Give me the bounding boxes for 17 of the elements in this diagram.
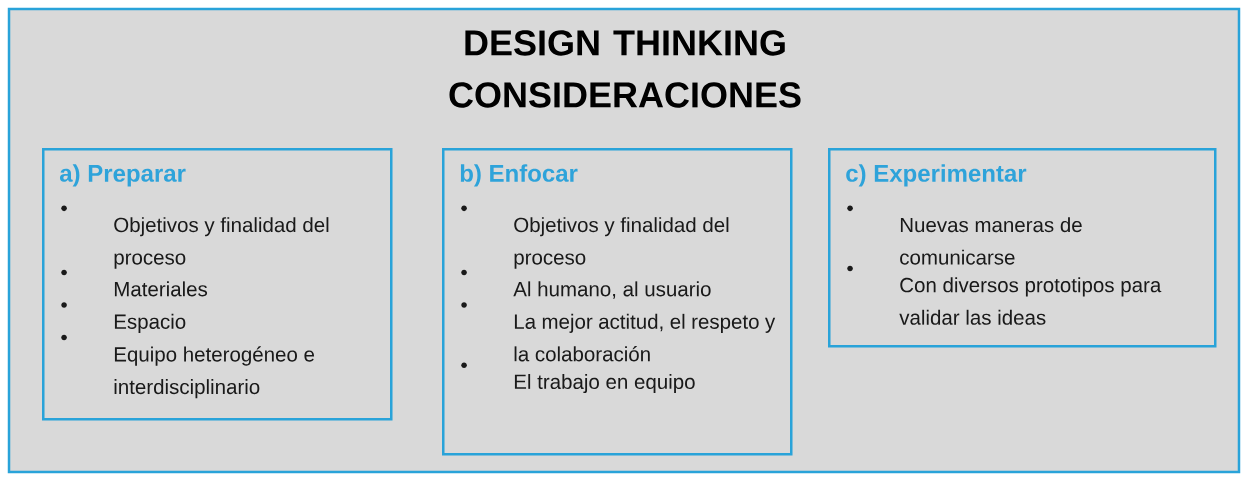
list-item: La mejor actitud, el respeto y la colaboración — [514, 313, 776, 362]
box-heading: a) Preparar — [59, 164, 186, 187]
list-item: Objetivos y finalidad del proceso — [114, 217, 329, 269]
list-item: Equipo heterogéneo e interdisciplinario — [114, 346, 315, 399]
list-item: Con diversos prototipos para validar las ideas — [899, 277, 1162, 325]
list-item: Nuevas maneras de comunicarse — [900, 217, 1082, 265]
category-box — [442, 148, 793, 456]
list-item: El trabajo en equipo — [514, 374, 695, 394]
title: DESIGN THINKING CONSIDERACIONES — [449, 30, 801, 108]
category-box — [828, 148, 1217, 348]
list-item: Objetivos y finalidad del proceso — [514, 217, 729, 269]
category-box — [42, 148, 393, 421]
box-heading: b) Enfocar — [460, 164, 578, 187]
list-item: Espacio — [114, 313, 186, 333]
list-item: Al humano, al usuario — [513, 281, 711, 299]
box-heading: c) Experimentar — [846, 164, 1027, 187]
list-item: Materiales — [114, 281, 208, 297]
